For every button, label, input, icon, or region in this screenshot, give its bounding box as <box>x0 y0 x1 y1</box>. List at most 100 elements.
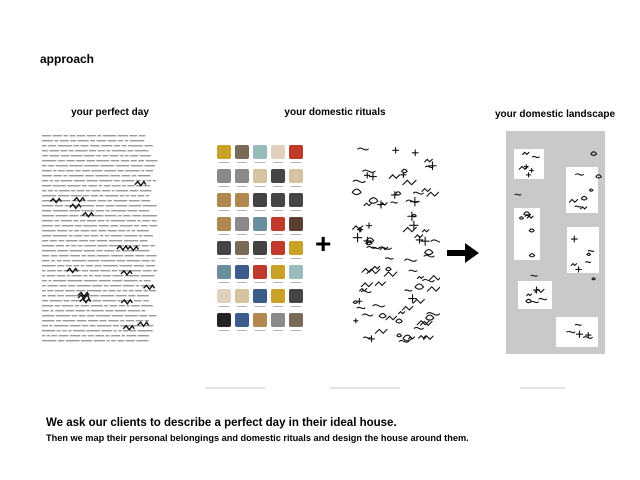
belonging-thumbnail <box>253 169 267 183</box>
caption-sub: Then we map their personal belongings an… <box>46 433 469 443</box>
landscape-icons <box>514 151 602 339</box>
belonging-caption <box>273 186 283 187</box>
belonging-caption <box>237 162 247 163</box>
belonging-caption <box>237 258 247 259</box>
belonging-caption <box>291 210 301 211</box>
belonging-caption <box>291 186 301 187</box>
rituals-icon-field <box>348 142 445 347</box>
belonging-thumbnail <box>253 241 267 255</box>
ritual-icons <box>351 146 445 343</box>
belonging-caption <box>237 234 247 235</box>
landscape-zone <box>567 227 599 273</box>
belonging-thumbnail <box>271 313 285 327</box>
belonging-caption <box>237 330 247 331</box>
belonging-thumbnail <box>253 193 267 207</box>
belonging-caption <box>273 330 283 331</box>
belonging-caption <box>255 306 265 307</box>
belonging-thumbnail <box>253 217 267 231</box>
belonging-caption <box>255 210 265 211</box>
belonging-caption <box>237 186 247 187</box>
belonging-caption <box>255 234 265 235</box>
column-title-domestic-rituals: your domestic rituals <box>284 107 386 118</box>
belonging-thumbnail <box>289 241 303 255</box>
belonging-thumbnail <box>217 289 231 303</box>
belonging-thumbnail <box>217 193 231 207</box>
belonging-caption <box>219 330 229 331</box>
belonging-thumbnail <box>217 169 231 183</box>
belonging-caption <box>219 162 229 163</box>
belonging-thumbnail <box>271 241 285 255</box>
belonging-thumbnail <box>271 169 285 183</box>
belonging-caption <box>291 234 301 235</box>
belonging-thumbnail <box>217 241 231 255</box>
belonging-caption <box>273 258 283 259</box>
belonging-thumbnail <box>235 193 249 207</box>
belonging-caption <box>255 282 265 283</box>
belonging-caption <box>255 258 265 259</box>
belonging-thumbnail <box>271 289 285 303</box>
belonging-caption <box>219 282 229 283</box>
belonging-caption <box>255 162 265 163</box>
belonging-caption <box>273 210 283 211</box>
belonging-caption <box>219 306 229 307</box>
belonging-caption <box>219 186 229 187</box>
belonging-thumbnail <box>217 265 231 279</box>
belonging-thumbnail <box>253 313 267 327</box>
belonging-thumbnail <box>271 193 285 207</box>
belonging-thumbnail <box>235 217 249 231</box>
belonging-caption <box>291 330 301 331</box>
belonging-caption <box>291 162 301 163</box>
belonging-thumbnail <box>289 169 303 183</box>
belonging-thumbnail <box>289 265 303 279</box>
belonging-caption <box>273 282 283 283</box>
belonging-caption <box>291 282 301 283</box>
belonging-thumbnail <box>217 217 231 231</box>
belonging-thumbnail <box>235 313 249 327</box>
belonging-thumbnail <box>289 145 303 159</box>
belonging-caption <box>237 210 247 211</box>
page-title: approach <box>40 52 95 66</box>
belonging-thumbnail <box>271 265 285 279</box>
belonging-thumbnail <box>235 265 249 279</box>
belonging-thumbnail <box>217 145 231 159</box>
belonging-caption <box>219 258 229 259</box>
perfect-day-text-panel <box>40 132 162 344</box>
belonging-thumbnail <box>271 217 285 231</box>
belonging-caption <box>291 306 301 307</box>
plus-symbol: + <box>315 228 332 259</box>
belonging-thumbnail <box>217 313 231 327</box>
belonging-caption <box>237 306 247 307</box>
column-title-domestic-landscape: your domestic landscape <box>494 109 616 120</box>
landscape-zone <box>514 208 540 260</box>
belongings-grid <box>217 145 315 345</box>
belonging-thumbnail <box>289 313 303 327</box>
belonging-caption <box>291 258 301 259</box>
belonging-caption <box>237 282 247 283</box>
belonging-caption <box>219 210 229 211</box>
belonging-caption <box>273 306 283 307</box>
belonging-thumbnail <box>235 289 249 303</box>
landscape-zone <box>518 281 552 309</box>
faint-captions <box>200 377 580 389</box>
column-title-perfect-day: your perfect day <box>71 107 149 118</box>
belonging-thumbnail <box>253 289 267 303</box>
perfect-day-text-lines <box>42 135 158 342</box>
belonging-thumbnail <box>289 217 303 231</box>
belonging-caption <box>219 234 229 235</box>
arrow-right-icon <box>447 243 479 263</box>
belonging-thumbnail <box>253 265 267 279</box>
belonging-thumbnail <box>271 145 285 159</box>
belonging-caption <box>255 186 265 187</box>
belonging-thumbnail <box>289 193 303 207</box>
belonging-thumbnail <box>253 145 267 159</box>
belonging-thumbnail <box>289 289 303 303</box>
belonging-caption <box>273 234 283 235</box>
caption-main: We ask our clients to describe a perfect… <box>46 417 397 429</box>
belonging-thumbnail <box>235 145 249 159</box>
landscape-zone <box>556 317 598 347</box>
belonging-thumbnail <box>235 241 249 255</box>
domestic-landscape-plan <box>506 131 605 354</box>
belonging-caption <box>255 330 265 331</box>
belonging-caption <box>273 162 283 163</box>
belonging-thumbnail <box>235 169 249 183</box>
